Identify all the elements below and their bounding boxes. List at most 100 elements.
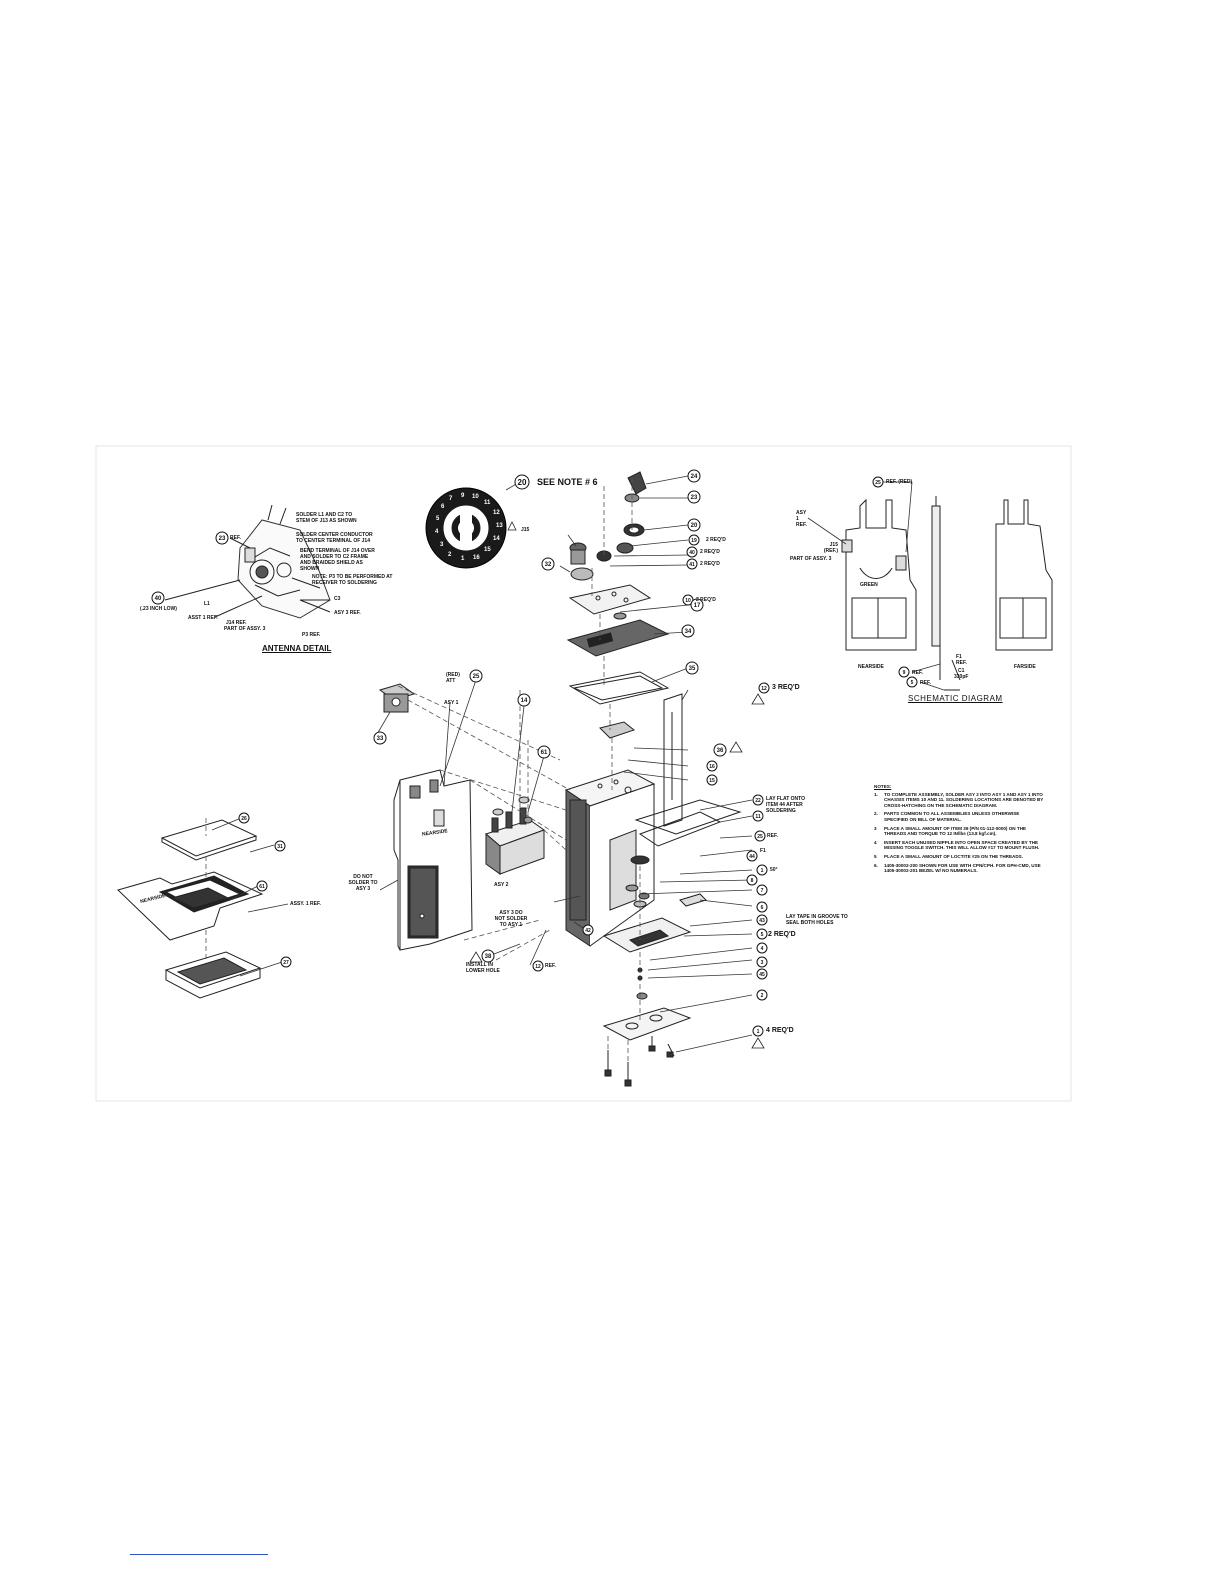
- callout-8: [746, 874, 758, 886]
- callout-15: [706, 774, 718, 786]
- svg-text:11: 11: [484, 500, 491, 506]
- callout-num-41: 41: [689, 562, 695, 568]
- note-number: 6.: [874, 862, 878, 868]
- callout-num-6: 6: [761, 905, 764, 911]
- callout-num-10: 10: [685, 598, 691, 604]
- callout-num-43: 43: [759, 918, 765, 924]
- antenna-ref-22: REF.: [230, 535, 241, 541]
- label-f1: F1: [760, 848, 766, 854]
- callout-42: [582, 924, 594, 936]
- label-asy3-note: ASY 3 DO NOT SOLDER TO ASY 1: [494, 910, 528, 928]
- label-asy2: ASY 2: [494, 882, 509, 888]
- callout-1: [756, 864, 768, 876]
- schem-ref-9: REF.: [912, 670, 923, 676]
- callout-61: [537, 745, 551, 759]
- schem-farside: FARSIDE: [1014, 664, 1036, 670]
- callout-num-22: 23: [691, 495, 698, 501]
- svg-text:1: 1: [461, 556, 465, 562]
- antenna-lowloss: (.23 INCH LOW): [140, 606, 177, 612]
- chassis-drawing: [564, 693, 742, 947]
- callout-45: [756, 968, 768, 980]
- note-number: 1.: [874, 791, 878, 797]
- label-red-att: (RED) ATT: [446, 672, 460, 684]
- antenna-p3-note: NOTE: P3 TO BE PERFORMED AT RECEIVER TO …: [312, 574, 393, 586]
- callout-24: [469, 669, 483, 683]
- svg-text:5: 5: [436, 516, 440, 522]
- callout-num-42: 42: [585, 928, 591, 934]
- callout-2: [756, 989, 768, 1001]
- callout-40: [686, 546, 698, 558]
- callout-14: [517, 693, 531, 707]
- antenna-detail-title: ANTENNA DETAIL: [262, 644, 332, 653]
- callout-num-20-main: 20: [518, 478, 527, 487]
- callout-num-15: 15: [709, 778, 715, 784]
- callout-17: [690, 598, 704, 612]
- label-41-2reqd: 2 REQ'D: [700, 561, 720, 567]
- callout-num-9-schem: 9: [903, 670, 906, 676]
- callout-num-12: 12: [761, 686, 767, 692]
- callout-num-2: 2: [761, 993, 764, 999]
- label-10-2reqd: 2 REQ'D: [696, 597, 716, 603]
- note-text: PLACE A SMALL AMOUNT OF LOCTITE #25 ON T…: [884, 853, 1024, 859]
- label-12-3reqd: 3 REQ'D: [772, 684, 800, 691]
- callout-num-20: 20: [691, 523, 698, 529]
- dial-note: SEE NOTE # 6: [537, 477, 598, 487]
- callout-16: [706, 760, 718, 772]
- svg-text:3: 3: [440, 542, 444, 548]
- note-text: PARTS COMMON TO ALL ASSEMBLIES UNLESS OT…: [884, 811, 1020, 822]
- callout-20-main: [514, 474, 530, 490]
- antenna-assy3-ref: ASY 3 REF.: [334, 610, 361, 616]
- note-number: 5: [874, 853, 877, 859]
- notes-heading: NOTES:: [874, 784, 892, 789]
- callout-num-35: 36: [717, 748, 724, 754]
- note-text: TO COMPLETE ASSEMBLY, SOLDER ASY 2 INTO …: [884, 791, 1044, 808]
- antenna-p3-ref: P3 REF.: [302, 632, 321, 638]
- schem-part-of-assy3: PART OF ASSY. 3: [790, 556, 832, 562]
- warning-triangles: [469, 521, 765, 1049]
- label-assy1-ref: ASSY. 1 REF.: [290, 901, 321, 907]
- callout-26: [280, 956, 292, 968]
- note-item: 2.PARTS COMMON TO ALL ASSEMBLIES UNLESS …: [874, 811, 1044, 822]
- schem-ref-5: REF.: [920, 680, 931, 686]
- callout-22: [687, 490, 701, 504]
- callout-61b: [256, 880, 268, 892]
- footnote-rule: [130, 1554, 268, 1555]
- callout-num-34: 35: [689, 666, 696, 672]
- label-19-2reqd: 2 REQ'D: [706, 537, 726, 543]
- schem-green: GREEN: [860, 582, 878, 588]
- label-1-4reqd: 4 REQ'D: [766, 1027, 794, 1034]
- note-item: 5 PLACE A SMALL AMOUNT OF LOCTITE #25 ON …: [874, 854, 1044, 860]
- note-text: PLACE A SMALL AMOUNT OF ITEM 39 (P/N 01-…: [884, 825, 1027, 837]
- callout-31: [541, 557, 555, 571]
- svg-text:2: 2: [448, 552, 452, 558]
- label-24-ref: REF.: [767, 833, 778, 839]
- callout-41: [686, 558, 698, 570]
- note-number: 3: [874, 825, 877, 831]
- svg-text:9: 9: [461, 493, 465, 499]
- callout-24-schem: [872, 476, 884, 488]
- label-50-deg: 50°: [770, 867, 778, 873]
- callout-num-26: 27: [283, 960, 289, 966]
- callout-3: [756, 956, 768, 968]
- callout-1b: [752, 1025, 764, 1037]
- note-text: 1405-30002-200 SHOWN FOR USE WITH CPN/CP…: [884, 862, 1041, 874]
- schem-f1-ref: F1 REF.: [956, 654, 967, 666]
- svg-text:4: 4: [435, 529, 439, 535]
- leader-lines: [211, 475, 945, 1053]
- schem-cap-value: 330pF: [954, 674, 969, 680]
- schematic-title: SCHEMATIC DIAGRAM: [908, 694, 1003, 703]
- antenna-l1: L1: [204, 601, 210, 607]
- callout-num-1: 1: [761, 868, 764, 874]
- callout-num-40: 40: [689, 550, 695, 556]
- callout-12: [758, 682, 770, 694]
- antenna-solder-note: SOLDER L1 AND C2 TO STEM OF J13 AS SHOWN: [296, 512, 357, 524]
- label-12-ref: REF.: [545, 963, 556, 969]
- svg-text:10: 10: [472, 494, 479, 500]
- callout-4: [756, 942, 768, 954]
- callout-43: [756, 914, 768, 926]
- schem-asy1-ref: ASY 1 REF.: [796, 510, 807, 528]
- callout-num-61: 61: [541, 750, 548, 756]
- svg-text:13: 13: [496, 523, 503, 529]
